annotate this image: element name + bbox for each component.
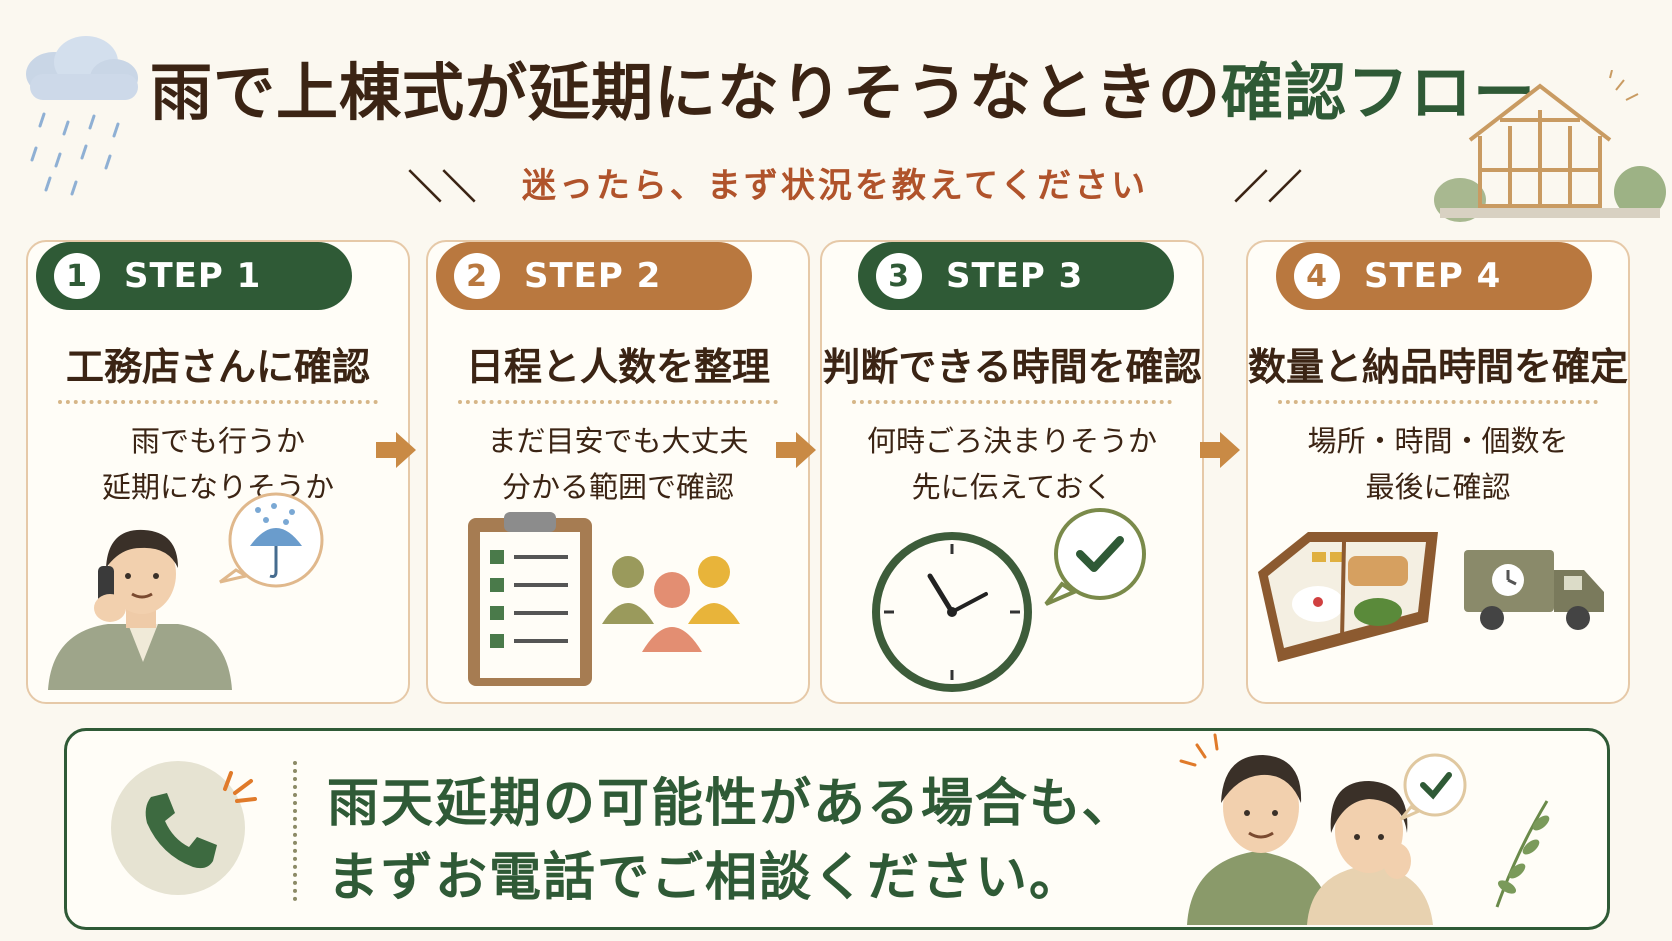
step-label-1: STEP 1 bbox=[124, 256, 262, 296]
title-highlight: 確認フロー bbox=[1221, 56, 1537, 129]
step-description-2: まだ目安でも大丈夫 分かる範囲で確認 bbox=[428, 418, 808, 510]
step-description-1: 雨でも行うか 延期になりそうか bbox=[28, 418, 408, 510]
step-number-2: 2 bbox=[454, 253, 500, 299]
arrow-right-icon bbox=[1200, 432, 1240, 468]
subtitle: 迷ったら、まず状況を教えてください bbox=[521, 166, 1149, 206]
clipboard-icon bbox=[468, 512, 592, 686]
bento-box-icon bbox=[1258, 532, 1438, 662]
contact-banner: 雨天延期の可能性がある場合も、 まずお電話でご相談ください。 bbox=[64, 728, 1610, 930]
step-description-4: 場所・時間・個数を 最後に確認 bbox=[1248, 418, 1628, 510]
step-desc-line: 分かる範囲で確認 bbox=[501, 470, 734, 504]
check-bubble-icon bbox=[1399, 753, 1467, 821]
divider bbox=[1278, 400, 1598, 404]
title-main: 雨で上棟式が延期になりそうなときの bbox=[150, 56, 1222, 129]
subtitle-left-marks: ＼＼ bbox=[408, 168, 476, 208]
step-desc-line: 場所・時間・個数を bbox=[1307, 424, 1569, 458]
couple-icon bbox=[1179, 733, 1433, 925]
step-desc-line: 雨でも行うか bbox=[130, 424, 305, 458]
umbrella-bubble-icon bbox=[219, 492, 324, 588]
phone-icon[interactable] bbox=[137, 787, 227, 877]
arrow-right-icon bbox=[776, 432, 816, 468]
step-desc-line: 何時ごろ決まりそうか bbox=[866, 424, 1157, 458]
step-heading-3: 判断できる時間を確認 bbox=[822, 345, 1202, 389]
step-description-3: 何時ごろ決まりそうか 先に伝えておく bbox=[822, 418, 1202, 510]
leaf-icon bbox=[1495, 800, 1550, 908]
step-heading-4: 数量と納品時間を確定 bbox=[1248, 345, 1629, 389]
step-badge-3: 3 STEP 3 bbox=[858, 242, 1174, 310]
step-heading-2: 日程と人数を整理 bbox=[465, 345, 770, 389]
step-number-4: 4 bbox=[1294, 253, 1340, 299]
check-bubble-icon bbox=[1044, 508, 1146, 606]
step-card-1: 1 STEP 1 工務店さんに確認 雨でも行うか 延期になりそうか bbox=[26, 240, 410, 704]
people-icon bbox=[602, 556, 740, 652]
rain-cloud-icon bbox=[26, 36, 138, 196]
step-heading-1: 工務店さんに確認 bbox=[65, 345, 370, 389]
clock-icon bbox=[872, 532, 1032, 692]
phone-icon-bg bbox=[111, 761, 245, 895]
worker-phone-icon bbox=[48, 529, 232, 690]
step-label-2: STEP 2 bbox=[524, 256, 662, 296]
delivery-truck-icon bbox=[1464, 550, 1604, 630]
arrow-right-icon bbox=[376, 432, 416, 468]
step-badge-4: 4 STEP 4 bbox=[1276, 242, 1592, 310]
step-badge-1: 1 STEP 1 bbox=[36, 242, 352, 310]
step-badge-2: 2 STEP 2 bbox=[436, 242, 752, 310]
ring-lines-icon bbox=[223, 771, 257, 803]
step-desc-line: 最後に確認 bbox=[1365, 470, 1511, 504]
step-desc-line: 先に伝えておく bbox=[911, 470, 1113, 504]
step-label-4: STEP 4 bbox=[1364, 256, 1502, 296]
step-card-4: 4 STEP 4 数量と納品時間を確定 場所・時間・個数を 最後に確認 bbox=[1246, 240, 1630, 704]
banner-divider bbox=[293, 761, 297, 901]
banner-line-1: 雨天延期の可能性がある場合も、 bbox=[327, 774, 1136, 834]
divider bbox=[458, 400, 778, 404]
step-number-3: 3 bbox=[876, 253, 922, 299]
step-number-1: 1 bbox=[54, 253, 100, 299]
house-frame-icon bbox=[1434, 70, 1666, 222]
step-desc-line: まだ目安でも大丈夫 bbox=[487, 424, 749, 458]
subtitle-right-marks: ／／ bbox=[1234, 168, 1302, 208]
step-card-2: 2 STEP 2 日程と人数を整理 まだ目安でも大丈夫 分かる範囲で確認 bbox=[426, 240, 810, 704]
banner-line-2: まずお電話でご相談ください。 bbox=[327, 848, 1084, 908]
step-card-3: 3 STEP 3 判断できる時間を確認 何時ごろ決まりそうか 先に伝えておく bbox=[820, 240, 1204, 704]
page-title: 雨で上棟式が延期になりそうなときの確認フロー bbox=[150, 42, 1535, 142]
step-label-3: STEP 3 bbox=[946, 256, 1084, 296]
divider bbox=[58, 400, 378, 404]
divider bbox=[852, 400, 1172, 404]
